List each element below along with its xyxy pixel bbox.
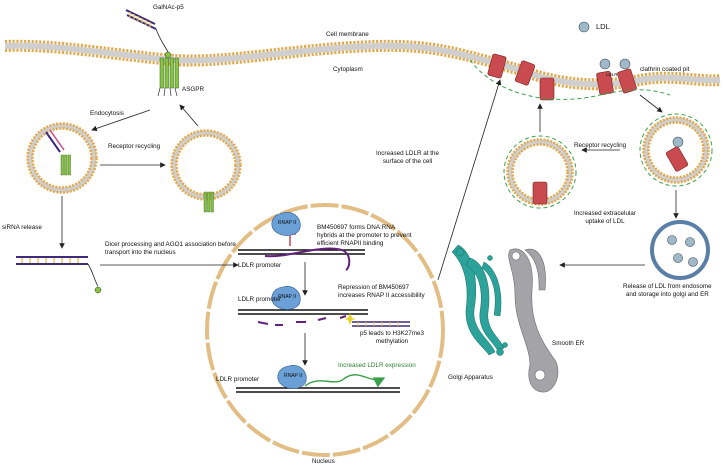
- label-galnac-p5: GalNAc-p5: [153, 4, 184, 11]
- label-smooth-er: Smooth ER: [552, 340, 585, 347]
- label-bm450697-forms-2: hybrids at the promoter to prevent: [317, 231, 412, 239]
- galnac-p5-sirna: [125, 9, 172, 59]
- label-dicer-processing-1: Dicer processing and AGO1 association be…: [105, 241, 236, 248]
- ldl-particles: [578, 21, 631, 70]
- label-increased-ldlr-expression: Increased LDLR expression: [338, 362, 416, 369]
- coated-vesicle-recycling: [503, 135, 577, 209]
- label-increased-uptake: Increased extracelular uptake of LDL: [574, 210, 636, 226]
- rnap-1: [271, 212, 301, 236]
- label-asgpr: ASGPR: [182, 86, 205, 93]
- label-ldl: LDL: [596, 22, 610, 31]
- label-increased-ldlr-surface: Increased LDLR at the surface of the cel…: [376, 150, 439, 166]
- label-p5-leads: p5 leads to H3K27me3 methylation: [360, 330, 424, 346]
- label-release-ldl-2: and storage into golgi and ER: [625, 290, 709, 298]
- endosome-ldl: [650, 220, 710, 280]
- label-p5-leads-2: methylation: [375, 337, 409, 345]
- label-clathrin-coated-pit: clathrin coated pit: [640, 66, 690, 73]
- golgi-apparatus: [451, 244, 508, 356]
- label-sirna-release: siRNA release: [2, 224, 42, 231]
- ldlr-in-membrane: [487, 53, 637, 101]
- label-release-ldl: Release of LDL from endosome and storage…: [623, 283, 712, 299]
- label-cell-membrane: Cell membrane: [326, 31, 369, 38]
- label-ldlr-promoter-3: LDLR promoter: [216, 376, 260, 383]
- rnap-3: [277, 365, 307, 389]
- label-dicer-processing: Dicer processing and AGO1 association be…: [105, 241, 236, 257]
- dna-step-3: [236, 374, 400, 393]
- smooth-er: [508, 248, 559, 393]
- cell-membrane: [4, 39, 721, 91]
- rnap-2: [271, 286, 301, 310]
- label-receptor-recycling-left: Receptor recycling: [108, 143, 161, 150]
- label-increased-uptake-2: uptake of LDL: [585, 217, 625, 225]
- asgpr-receptor: [157, 57, 179, 97]
- arrows: [59, 79, 679, 366]
- label-repression-1: Repression of BM450697: [338, 284, 410, 291]
- label-repression-2: increases RNAP II accessibility: [338, 291, 425, 299]
- label-endocytosis: Endocytosis: [90, 110, 124, 117]
- label-nucleus: Nucleus: [312, 458, 335, 465]
- label-bm450697-forms: BM450697 forms DNA:RNA hybrids at the pr…: [317, 224, 412, 248]
- label-increased-ldlr-surface-1: Increased LDLR at the: [376, 150, 440, 157]
- endosome-recycling-asgpr: [170, 129, 242, 213]
- label-bm450697-forms-3: efficient RNAPII binding: [317, 239, 384, 247]
- sirna-free: [16, 256, 102, 294]
- label-rnap-1: RNAP II: [278, 220, 296, 226]
- endosome-with-sirna: [26, 122, 98, 194]
- label-release-ldl-1: Release of LDL from endosome: [623, 283, 712, 290]
- label-ldlr-promoter-2: LDLR promoter: [238, 296, 282, 303]
- label-golgi-apparatus: Golgi Apparatus: [448, 374, 493, 381]
- label-bm450697-forms-1: BM450697 forms DNA:RNA: [317, 224, 396, 231]
- label-ldlr-promoter-1: LDLR promoter: [238, 262, 282, 269]
- dna-step-2: [238, 309, 410, 327]
- label-ldlr: LDLR: [606, 72, 618, 77]
- label-rnap-2: RNAP II: [278, 294, 296, 300]
- coated-vesicle-ldl: [639, 113, 713, 187]
- label-receptor-recycling-right: Receptor recycling: [574, 142, 627, 149]
- label-repression: Repression of BM450697 increases RNAP II…: [338, 284, 425, 300]
- label-cytoplasm: Cytoplasm: [333, 66, 363, 73]
- label-increased-uptake-1: Increased extracelular: [574, 210, 636, 217]
- label-p5-leads-1: p5 leads to H3K27me3: [360, 330, 425, 337]
- nucleus-envelope: [205, 203, 445, 457]
- label-rnap-3: RNAP II: [284, 373, 302, 379]
- label-increased-ldlr-surface-2: surface of the cell: [382, 157, 433, 165]
- label-dicer-processing-2: transport into the nucleus: [105, 248, 176, 256]
